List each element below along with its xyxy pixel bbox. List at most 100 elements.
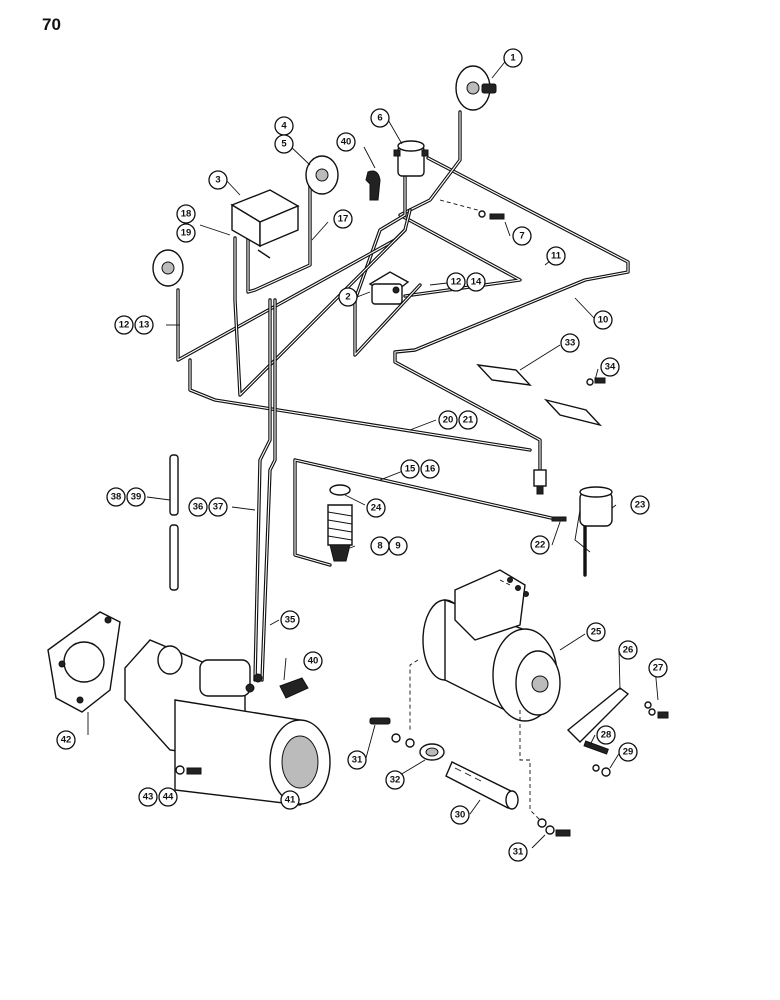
screw-34 [586, 377, 606, 386]
callout-15: 15 [400, 459, 420, 479]
svg-text:13: 13 [139, 320, 150, 331]
wire-12-13 [176, 228, 407, 362]
callout-17: 17 [333, 209, 353, 229]
pivot-bolt-30 [445, 761, 519, 810]
svg-text:36: 36 [193, 502, 204, 513]
svg-text:25: 25 [591, 627, 602, 638]
connector-22 [551, 516, 567, 522]
svg-text:40: 40 [341, 137, 352, 148]
callout-2: 2 [338, 287, 358, 307]
gasket-42 [47, 611, 121, 713]
brackets-33 [476, 364, 603, 427]
svg-text:9: 9 [395, 541, 400, 552]
callout-24: 24 [366, 498, 386, 518]
callout-40b: 40 [303, 651, 323, 671]
callout-22: 22 [530, 535, 550, 555]
switch-2 [368, 271, 410, 305]
svg-text:19: 19 [181, 228, 192, 239]
bolt-31-bottom [537, 818, 571, 837]
callout-37: 37 [208, 497, 228, 517]
svg-text:14: 14 [471, 277, 482, 288]
gauge-1 [455, 65, 497, 111]
callout-14: 14 [466, 272, 486, 292]
callout-38: 38 [106, 487, 126, 507]
gauge-5 [305, 155, 339, 195]
nut-29 [592, 764, 611, 777]
callout-32: 32 [385, 770, 405, 790]
callout-9: 9 [388, 536, 408, 556]
spacer-32 [419, 743, 445, 761]
callout-16: 16 [420, 459, 440, 479]
callout-25: 25 [586, 622, 606, 642]
gauge-12-13 [152, 249, 184, 287]
sender-8-9 [327, 504, 353, 562]
callout-3: 3 [208, 170, 228, 190]
svg-text:35: 35 [285, 615, 296, 626]
svg-text:30: 30 [455, 810, 466, 821]
svg-text:1: 1 [510, 53, 516, 64]
screw-7 [439, 199, 505, 220]
callout-12a: 12 [114, 315, 134, 335]
callout-41: 41 [280, 790, 300, 810]
wiring-harness [176, 110, 630, 682]
terminal-boot-40-bottom [279, 677, 309, 699]
svg-text:18: 18 [181, 209, 192, 220]
svg-text:24: 24 [371, 503, 382, 514]
svg-text:41: 41 [285, 795, 296, 806]
callout-1: 1 [503, 48, 523, 68]
callout-34: 34 [600, 357, 620, 377]
callout-21: 21 [458, 410, 478, 430]
bolt-27 [644, 701, 669, 719]
svg-text:3: 3 [215, 175, 220, 186]
svg-text:8: 8 [377, 541, 382, 552]
callout-19: 19 [176, 223, 196, 243]
callout-33: 33 [560, 333, 580, 353]
svg-text:33: 33 [565, 338, 576, 349]
callout-40a: 40 [336, 132, 356, 152]
callout-30: 30 [450, 805, 470, 825]
svg-text:5: 5 [281, 139, 287, 150]
callout-8: 8 [370, 536, 390, 556]
svg-text:7: 7 [519, 231, 524, 242]
callout-36: 36 [188, 497, 208, 517]
callout-23: 23 [630, 495, 650, 515]
svg-text:43: 43 [143, 792, 154, 803]
callout-12b: 12 [446, 272, 466, 292]
sender-23 [574, 486, 613, 553]
svg-text:4: 4 [281, 121, 287, 132]
callout-35: 35 [280, 610, 300, 630]
bolt-43-44 [175, 765, 202, 775]
svg-text:37: 37 [213, 502, 224, 513]
callout-6: 6 [370, 108, 390, 128]
svg-text:28: 28 [601, 730, 612, 741]
svg-text:38: 38 [111, 492, 122, 503]
callout-7: 7 [512, 226, 532, 246]
assembly-line-harness [499, 579, 511, 586]
callout-18: 18 [176, 204, 196, 224]
svg-text:31: 31 [352, 755, 363, 766]
callout-39: 39 [126, 487, 146, 507]
callout-27: 27 [648, 658, 668, 678]
svg-text:39: 39 [131, 492, 142, 503]
callout-29: 29 [618, 742, 638, 762]
callout-43: 43 [138, 787, 158, 807]
wire-20-21 [188, 358, 532, 452]
svg-text:40: 40 [308, 656, 319, 667]
callout-5: 5 [274, 134, 294, 154]
page-number: 70 [42, 15, 61, 34]
svg-text:15: 15 [405, 464, 416, 475]
svg-text:16: 16 [425, 464, 436, 475]
svg-text:12: 12 [451, 277, 462, 288]
svg-text:31: 31 [513, 847, 524, 858]
svg-text:12: 12 [119, 320, 130, 331]
svg-text:34: 34 [605, 362, 616, 373]
svg-text:20: 20 [443, 415, 454, 426]
terminal-boot-40-top [365, 170, 381, 201]
callout-28: 28 [596, 725, 616, 745]
svg-text:26: 26 [623, 645, 634, 656]
wire-12-14 [353, 168, 422, 357]
alternator-25 [422, 569, 561, 722]
starter-motor-41 [124, 639, 331, 806]
callout-20: 20 [438, 410, 458, 430]
